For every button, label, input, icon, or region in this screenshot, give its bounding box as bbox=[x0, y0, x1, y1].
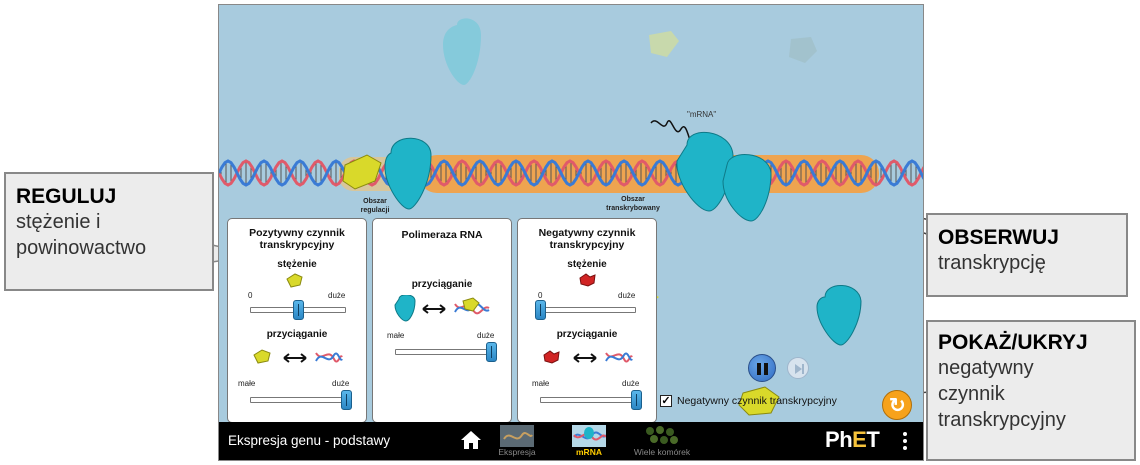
positive-concentration-thumb[interactable] bbox=[292, 300, 304, 320]
polymerase-bound bbox=[384, 137, 432, 210]
positive-affinity-thumb[interactable] bbox=[340, 390, 352, 410]
negative-concentration-label: stężenie bbox=[567, 259, 607, 270]
polymerase-affinity-thumb[interactable] bbox=[485, 342, 497, 362]
positive-conc-max: duże bbox=[328, 291, 346, 300]
regulation-region-label-line1: Obszar bbox=[363, 198, 387, 205]
step-forward-icon bbox=[795, 364, 804, 374]
navigation-bar: Ekspresja genu - podstawy Ekspresja mR bbox=[219, 422, 923, 460]
positive-aff-max: duże bbox=[332, 379, 350, 388]
positive-factor-icon bbox=[286, 273, 303, 288]
polymerase-panel-title: Polimeraza RNA bbox=[401, 229, 483, 241]
polymerase-affinity-slider[interactable] bbox=[395, 349, 491, 355]
callout-regulate-body-1: stężenie i bbox=[16, 211, 101, 233]
callout-toggle-title: POKAŻ/UKRYJ bbox=[938, 331, 1088, 354]
callout-toggle-body-2: czynnik bbox=[938, 383, 1005, 405]
simulation-area: "mRNA" Obszar regulacji Obszar transkryb… bbox=[218, 4, 924, 461]
positive-factor-free-2 bbox=[738, 386, 780, 416]
polymerase-free bbox=[816, 285, 862, 346]
mrna-strand bbox=[650, 120, 696, 152]
expression-screen-icon bbox=[500, 425, 534, 447]
negative-factor-toggle[interactable]: ✓ Negatywny czynnik transkrypcyjny bbox=[660, 395, 837, 407]
callout-toggle-body-3: transkrypcyjny bbox=[938, 409, 1066, 431]
negative-conc-min: 0 bbox=[538, 291, 543, 300]
positive-affinity-diagram bbox=[253, 349, 343, 364]
positive-concentration-label: stężenie bbox=[277, 259, 317, 270]
dna-strand-blue bbox=[219, 159, 923, 187]
polymerase-transcribing-1 bbox=[676, 131, 734, 212]
floating-positive-factor-faded bbox=[649, 31, 679, 57]
negative-affinity-thumb[interactable] bbox=[630, 390, 642, 410]
negative-aff-max: duże bbox=[622, 379, 640, 388]
negative-concentration-thumb[interactable] bbox=[534, 300, 546, 320]
mrna-screen-icon bbox=[572, 425, 606, 447]
regulation-region-label-line2: regulacji bbox=[361, 207, 390, 214]
sim-title: Ekspresja genu - podstawy bbox=[228, 433, 391, 448]
step-forward-button[interactable] bbox=[787, 357, 809, 379]
callout-observe-body: transkrypcję bbox=[938, 252, 1046, 274]
floating-molecule-faded bbox=[789, 37, 817, 63]
negative-factor-icon bbox=[579, 273, 596, 287]
transcribed-region-label-line2: transkrybowany bbox=[606, 205, 660, 212]
negative-factor-checkbox-label: Negatywny czynnik transkrypcyjny bbox=[677, 395, 837, 407]
dna-strand-red bbox=[219, 159, 923, 187]
many-cells-screen-icon bbox=[646, 426, 678, 444]
nav-screen-mrna[interactable]: mRNA bbox=[563, 425, 615, 459]
positive-affinity-label: przyciąganie bbox=[266, 329, 328, 340]
pause-icon bbox=[757, 363, 761, 375]
nav-screen-many-cells[interactable]: Wiele komórek bbox=[629, 425, 695, 459]
mrna-label: "mRNA" bbox=[687, 110, 716, 119]
dna-scene: "mRNA" Obszar regulacji Obszar transkryb… bbox=[219, 18, 923, 416]
nav-screen-expression[interactable]: Ekspresja bbox=[491, 425, 543, 459]
menu-icon[interactable] bbox=[903, 432, 908, 453]
positive-factor-panel: Pozytywny czynnik transkrypcyjny stężeni… bbox=[227, 218, 367, 423]
polymerase-affinity-label: przyciąganie bbox=[411, 279, 473, 290]
negative-panel-title: Negatywny czynnik transkrypcyjny bbox=[538, 227, 636, 251]
callout-regulate-body-2: powinowactwo bbox=[16, 237, 147, 259]
callout-toggle: POKAŻ/UKRYJ negatywny czynnik transkrypc… bbox=[926, 320, 1136, 461]
polymerase-aff-max: duże bbox=[477, 331, 495, 340]
transcribed-region-label-line1: Obszar bbox=[621, 196, 645, 203]
callout-observe-title: OBSERWUJ bbox=[938, 226, 1059, 249]
phet-logo[interactable]: PhET bbox=[825, 427, 880, 452]
negative-conc-max: duże bbox=[618, 291, 636, 300]
polymerase-affinity-diagram bbox=[394, 295, 490, 322]
reset-all-button[interactable] bbox=[882, 390, 912, 420]
polymerase-aff-min: małe bbox=[387, 331, 405, 340]
callout-observe: OBSERWUJ transkrypcję bbox=[926, 213, 1128, 297]
positive-aff-min: małe bbox=[238, 379, 256, 388]
negative-affinity-slider[interactable] bbox=[540, 397, 636, 403]
floating-polymerase-faded bbox=[443, 18, 481, 85]
negative-affinity-label: przyciąganie bbox=[556, 329, 618, 340]
pause-button[interactable] bbox=[748, 354, 776, 382]
positive-panel-title: Pozytywny czynnik transkrypcyjny bbox=[249, 227, 345, 251]
polymerase-transcribing-2 bbox=[722, 154, 772, 222]
positive-factor-bound bbox=[342, 154, 382, 190]
polymerase-panel: Polimeraza RNA przyciąganie małe duże bbox=[372, 218, 512, 423]
callout-regulate: REGULUJ stężenie i powinowactwo bbox=[4, 172, 214, 291]
callout-toggle-body-1: negatywny bbox=[938, 357, 1034, 379]
positive-affinity-slider[interactable] bbox=[250, 397, 346, 403]
negative-factor-panel: Negatywny czynnik transkrypcyjny stężeni… bbox=[517, 218, 657, 423]
home-icon[interactable] bbox=[460, 430, 482, 450]
negative-factor-checkbox[interactable]: ✓ bbox=[660, 395, 672, 407]
callout-regulate-title: REGULUJ bbox=[16, 185, 117, 208]
positive-conc-min: 0 bbox=[248, 291, 253, 300]
negative-affinity-diagram bbox=[543, 350, 633, 364]
negative-concentration-slider[interactable] bbox=[540, 307, 636, 313]
negative-aff-min: małe bbox=[532, 379, 550, 388]
